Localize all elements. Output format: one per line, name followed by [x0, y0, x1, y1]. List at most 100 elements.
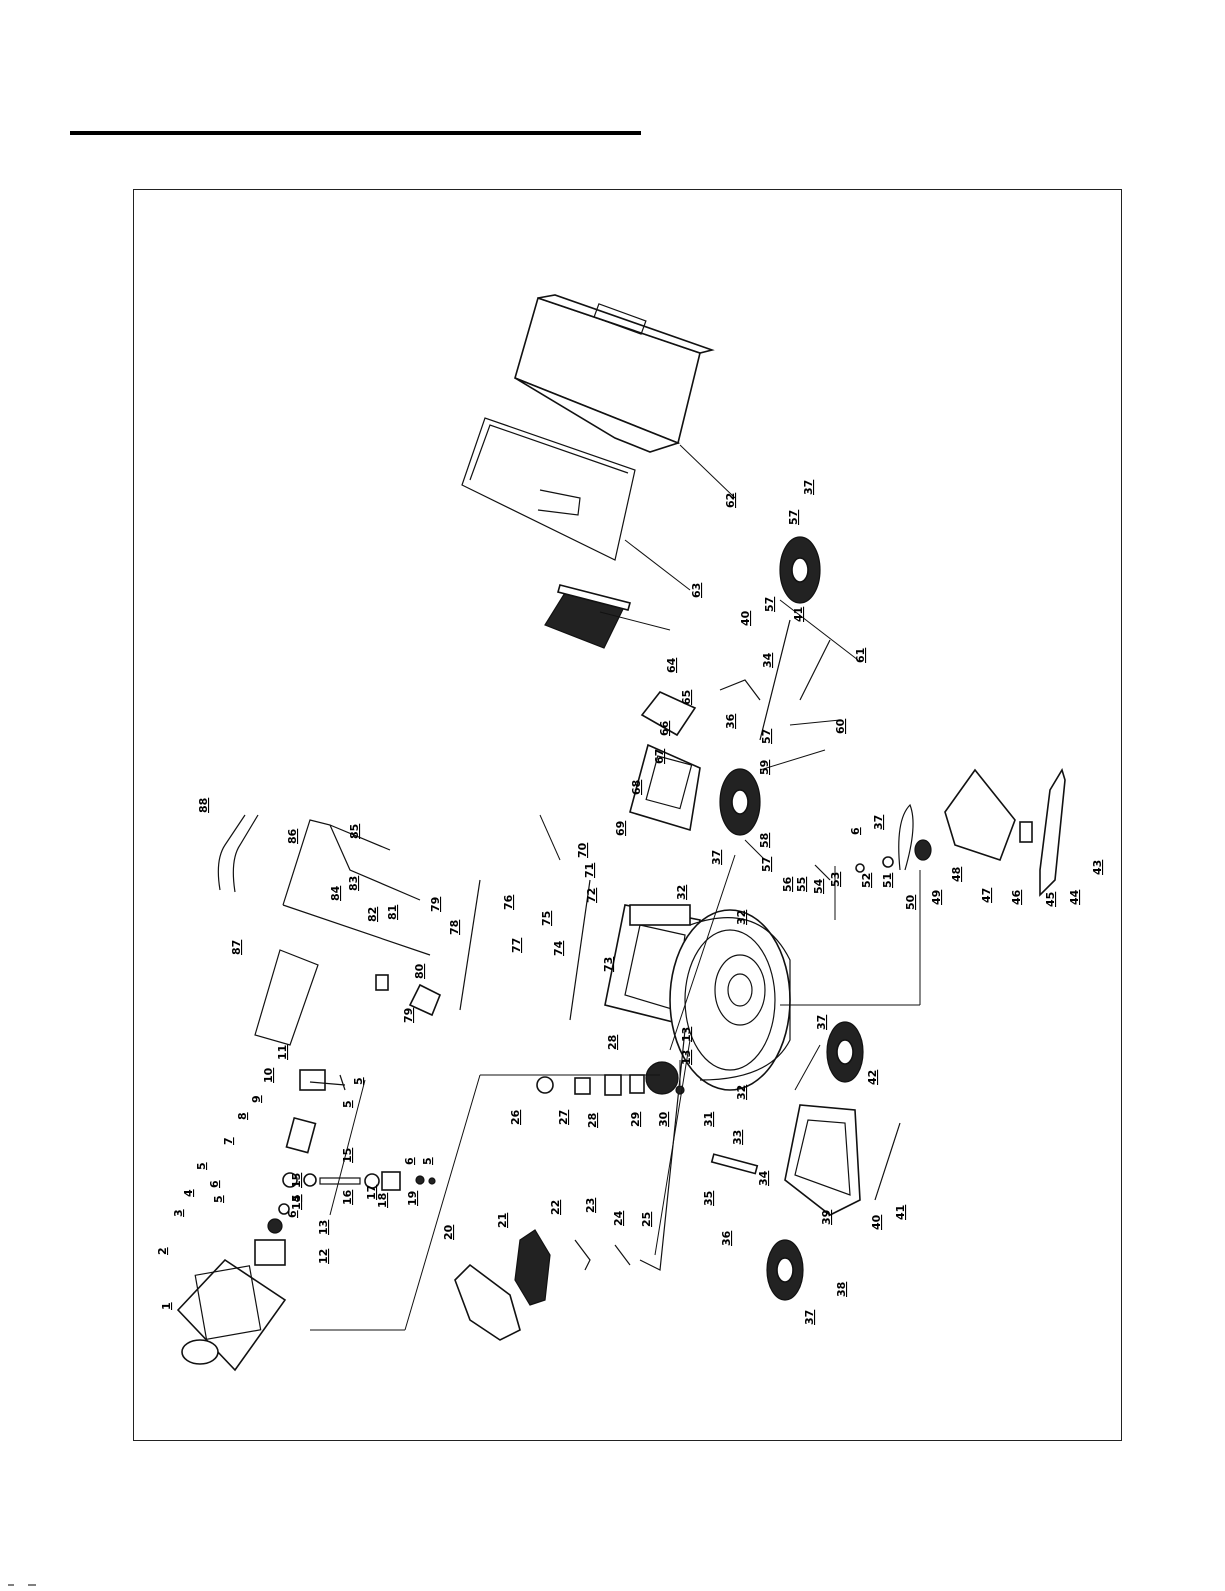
rear-axle-assembly	[719, 536, 831, 836]
part-number-label: 29	[629, 1112, 642, 1127]
part-number-label: 37	[872, 815, 885, 830]
part-number-label: 6	[286, 1210, 299, 1218]
part-number-label: 43	[1091, 860, 1104, 875]
part-number-label: 42	[866, 1070, 879, 1085]
part-number-label: 16	[341, 1189, 354, 1205]
part-number-label: 48	[950, 867, 963, 882]
part-number-label: 25	[640, 1212, 653, 1227]
part-number-label: 21	[496, 1213, 509, 1228]
part-number-label: 36	[720, 1230, 733, 1246]
part-number-label: 13	[680, 1050, 693, 1065]
part-number-label: 81	[386, 905, 399, 920]
part-number-label: 83	[347, 876, 360, 891]
part-number-label: 54	[812, 878, 825, 894]
part-number-label: 23	[584, 1198, 597, 1213]
part-number-label: 15	[341, 1148, 354, 1163]
side-deflector	[454, 1229, 551, 1341]
grass-bag	[514, 294, 715, 453]
leader-lines	[310, 444, 921, 1331]
part-number-label: 57	[787, 510, 800, 525]
part-number-label: 50	[904, 894, 917, 910]
part-number-label: 44	[1068, 889, 1081, 905]
mower-deck	[669, 909, 791, 1091]
part-number-label: 56	[781, 876, 794, 892]
part-number-label: 76	[502, 894, 515, 910]
part-number-label: 86	[286, 828, 299, 844]
part-number-label: 57	[760, 729, 773, 744]
part-number-label: 65	[680, 690, 693, 705]
part-number-label: 80	[413, 963, 426, 979]
part-number-label: 5	[195, 1162, 208, 1170]
part-number-label: 67	[653, 749, 666, 764]
title-underline	[70, 131, 641, 135]
part-number-label: 51	[881, 873, 894, 888]
part-number-label: 5	[421, 1157, 434, 1165]
part-number-label: 37	[815, 1015, 828, 1030]
part-number-label: 37	[802, 480, 815, 495]
rear-flap	[544, 584, 631, 649]
part-number-label: 3	[172, 1209, 185, 1217]
part-number-label: 58	[758, 833, 771, 848]
part-number-label: 72	[585, 888, 598, 903]
cable-parts	[574, 1029, 686, 1271]
part-number-label: 61	[854, 648, 867, 663]
part-number-label: 41	[894, 1205, 907, 1220]
part-number-label: 78	[448, 920, 461, 935]
part-number-label: 77	[510, 938, 523, 953]
part-number-label: 32	[735, 910, 748, 925]
part-number-label: 22	[549, 1200, 562, 1215]
drive-shaft-parts	[282, 1171, 436, 1191]
part-number-label: 37	[710, 850, 723, 865]
part-number-label: 10	[262, 1067, 275, 1083]
part-number-label: 45	[1044, 892, 1057, 907]
part-number-label: 5	[341, 1100, 354, 1108]
part-number-label: 84	[329, 885, 342, 901]
part-number-label: 46	[1010, 889, 1023, 905]
carb-parts	[254, 1203, 290, 1266]
diagram-frame	[133, 189, 1122, 1441]
part-number-label: 55	[795, 877, 808, 892]
part-number-label: 59	[758, 760, 771, 775]
part-number-label: 4	[182, 1189, 195, 1197]
part-number-label: 7	[222, 1137, 235, 1145]
part-number-label: 87	[230, 940, 243, 955]
part-number-label: 15	[290, 1173, 303, 1188]
part-number-label: 31	[702, 1112, 715, 1127]
part-number-label: 5	[290, 1194, 303, 1202]
part-number-label: 82	[366, 907, 379, 922]
part-number-label: 36	[724, 713, 737, 729]
footer-mark	[8, 1572, 38, 1586]
part-number-label: 57	[763, 597, 776, 612]
part-number-label: 6	[208, 1180, 221, 1188]
part-number-label: 32	[675, 885, 688, 900]
part-number-label: 39	[820, 1210, 833, 1225]
mulch-plug	[629, 691, 701, 832]
part-number-label: 53	[829, 872, 842, 887]
throttle-bracket	[285, 1069, 346, 1154]
part-number-label: 19	[406, 1191, 419, 1206]
front-axle-assembly	[710, 1021, 901, 1301]
part-number-label: 13	[317, 1220, 330, 1235]
part-number-label: 2	[156, 1247, 169, 1255]
part-number-label: 74	[552, 940, 565, 956]
part-number-label: 30	[657, 1111, 670, 1127]
part-number-label: 69	[614, 821, 627, 836]
handle-assembly	[217, 814, 591, 1046]
part-number-label: 62	[724, 493, 737, 508]
part-number-label: 40	[739, 610, 752, 626]
part-number-label: 88	[197, 798, 210, 813]
part-number-label: 5	[352, 1077, 365, 1085]
part-number-label: 34	[761, 652, 774, 668]
part-number-label: 71	[583, 863, 596, 878]
part-number-label: 64	[665, 657, 678, 673]
part-number-label: 79	[429, 897, 442, 912]
part-number-label: 66	[658, 720, 671, 736]
part-number-label: 11	[276, 1045, 289, 1060]
part-number-label: 34	[757, 1170, 770, 1186]
part-number-label: 5	[212, 1195, 225, 1203]
part-number-label: 32	[735, 1085, 748, 1100]
part-number-label: 79	[402, 1008, 415, 1023]
part-number-label: 70	[576, 842, 589, 858]
